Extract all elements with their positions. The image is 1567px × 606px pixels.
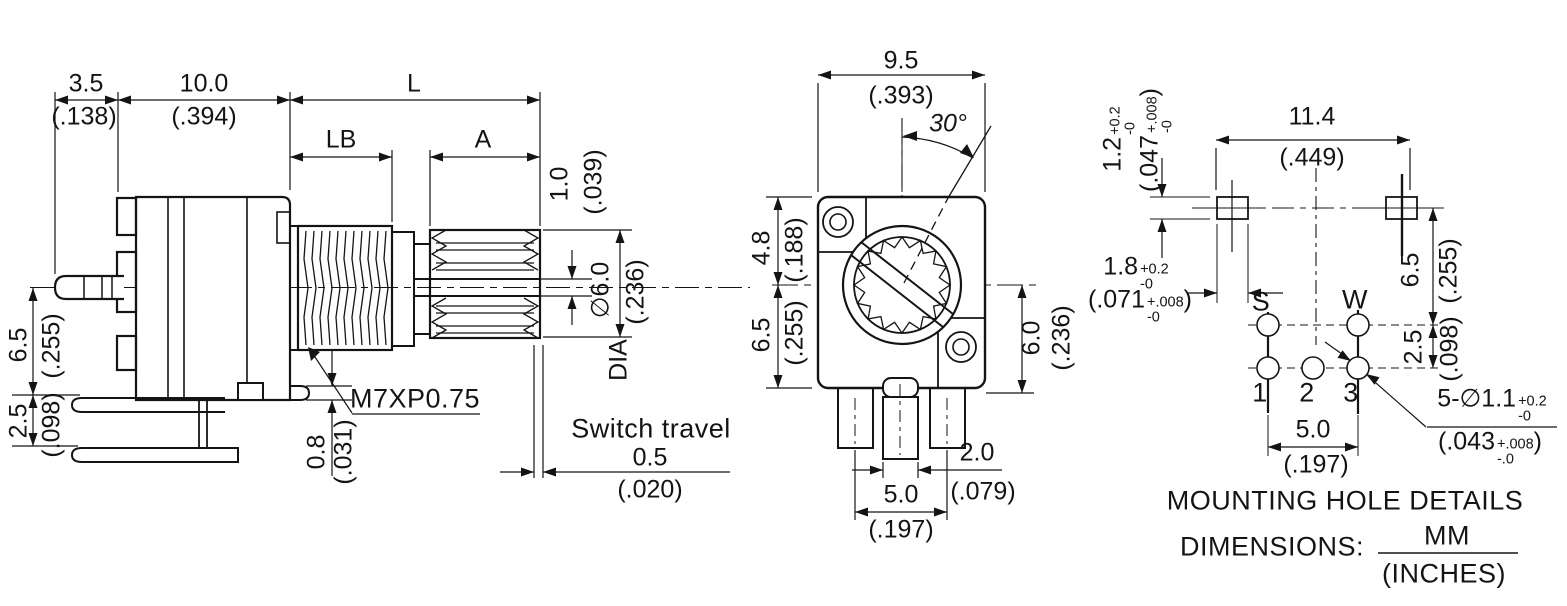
dim-1.2-in: (.047+.008-0) <box>1135 87 1176 193</box>
pin-3-label: 3 <box>1343 377 1359 408</box>
side-view <box>12 92 750 478</box>
mount-dim-6.5-mm: 6.5 <box>1396 252 1425 288</box>
dim-10.0-in: (.394) <box>171 102 237 131</box>
dimensions-label: DIMENSIONS: <box>1179 531 1365 562</box>
front-knob <box>841 224 963 346</box>
terminal-w-label: W <box>1342 284 1368 315</box>
mount-dim-2.5-mm: 2.5 <box>1399 329 1428 365</box>
switch-travel-in: (.020) <box>617 475 683 504</box>
mount-dim-2.5-in: (.098) <box>1435 316 1464 382</box>
dim-3.5-mm: 3.5 <box>68 69 104 98</box>
dim-A: A <box>474 125 492 154</box>
dim-L: L <box>407 69 421 98</box>
side-body <box>53 195 311 463</box>
switch-travel-mm: 0.5 <box>632 443 668 472</box>
mount-arrowheads <box>1157 135 1438 452</box>
shaft-dia-in: (.236) <box>621 259 650 325</box>
front-dim-6.5-mm: 6.5 <box>747 317 776 353</box>
dim-6.0-in: (.236) <box>1047 305 1076 371</box>
front-arrowheads <box>773 70 1027 517</box>
dim-4.8-mm: 4.8 <box>747 230 776 266</box>
shaft-dia-suffix: DIA <box>604 339 633 381</box>
front-view <box>766 70 1042 520</box>
mounting-view <box>1150 135 1557 554</box>
dim-1.0-mm: 1.0 <box>545 166 574 202</box>
dim-2.5-in: (.098) <box>37 392 66 458</box>
dim-1.8-mm: 1.8+0.2-0 <box>1103 252 1169 293</box>
front-dim-5.0-mm: 5.0 <box>883 480 919 509</box>
dim-9.5-in: (.393) <box>868 81 934 110</box>
hole-spec-in: (.043+.008-.0) <box>1437 427 1543 468</box>
dim-6.5-in: (.255) <box>37 313 66 379</box>
side-shaft <box>391 228 542 347</box>
rotation-angle: 30° <box>929 109 967 138</box>
side-arrowheads <box>28 95 625 477</box>
dim-LB: LB <box>325 125 357 154</box>
mount-dim-5.0-in: (.197) <box>1283 450 1349 479</box>
shaft-dia-mm: ∅6.0 <box>586 261 615 319</box>
hole-spec-mm: 5-∅1.1+0.2-0 <box>1437 384 1547 425</box>
units-mm: MM <box>1424 520 1470 551</box>
switch-travel-label: Switch travel <box>571 413 731 444</box>
dim-11.4-in: (.449) <box>1279 143 1345 172</box>
pin-1-label: 1 <box>1252 377 1268 408</box>
dim-6.0-mm: 6.0 <box>1017 320 1046 356</box>
dim-1.0-in: (.039) <box>579 149 608 215</box>
front-terminals <box>837 377 966 460</box>
mounting-title: MOUNTING HOLE DETAILS <box>1166 485 1524 516</box>
mount-dim-5.0-mm: 5.0 <box>1295 415 1331 444</box>
dim-9.5-mm: 9.5 <box>883 46 919 75</box>
mount-dim-6.5-in: (.255) <box>1434 238 1463 304</box>
dim-1.8-in: (.071+.008-0) <box>1087 285 1193 326</box>
dim-6.5-mm: 6.5 <box>4 327 33 363</box>
dim-4.8-in: (.188) <box>780 217 809 283</box>
dim-10.0-mm: 10.0 <box>179 69 229 98</box>
dim-2.5-mm: 2.5 <box>4 403 33 439</box>
dim-0.8-mm: 0.8 <box>302 434 331 470</box>
dim-2.0-in: (.079) <box>950 477 1016 506</box>
front-dim-5.0-in: (.197) <box>868 515 934 544</box>
thread-spec: M7XP0.75 <box>349 383 481 414</box>
dim-2.0-mm: 2.0 <box>959 438 995 467</box>
dim-3.5-in: (.138) <box>51 102 117 131</box>
pin-2-label: 2 <box>1299 377 1315 408</box>
dim-0.8-in: (.031) <box>329 419 358 485</box>
front-dim-6.5-in: (.255) <box>780 300 809 366</box>
dim-1.2-mm: 1.2+0.2-0 <box>1098 106 1139 172</box>
mount-pads <box>1200 174 1436 256</box>
mount-holes <box>1248 310 1442 414</box>
dim-11.4-mm: 11.4 <box>1288 102 1336 131</box>
units-inches: (INCHES) <box>1382 558 1506 589</box>
terminal-s-label: S <box>1251 286 1271 317</box>
